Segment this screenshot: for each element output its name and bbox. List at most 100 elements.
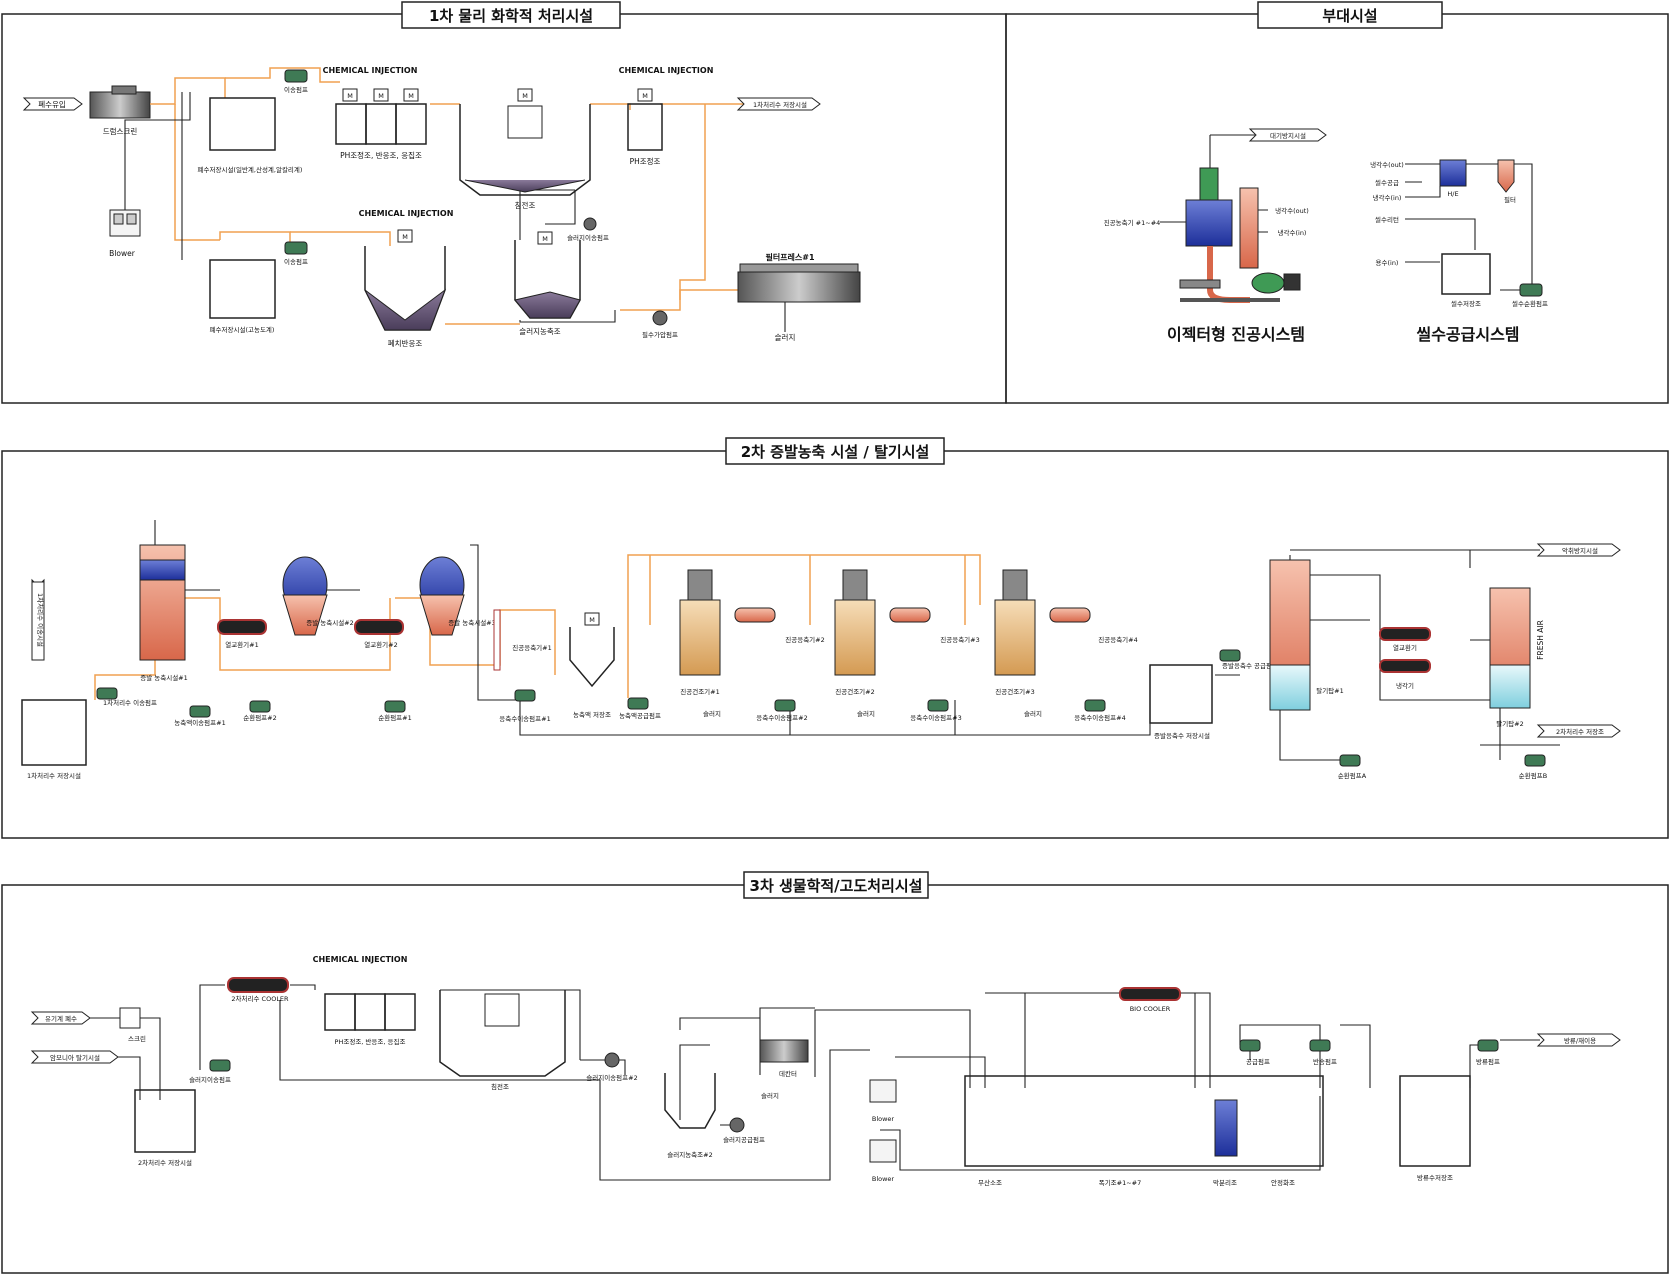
ter-pipes-6 (679, 1017, 760, 1120)
auxiliary-title: 부대시설 (1322, 7, 1377, 25)
sec-out-arrow (1536, 724, 1621, 738)
ter-out-arrow (1536, 1033, 1621, 1047)
vacuum-condenser-1 (493, 609, 501, 671)
motor-2 (373, 88, 389, 102)
discharge-tank (1399, 1075, 1471, 1167)
ejector-pump (1251, 272, 1285, 294)
primary-inflow-label: 폐수유입 (38, 99, 66, 109)
ter-pump-1-label: 공급펌프 (1246, 1058, 1270, 1066)
ter-screen-label: 스크린 (128, 1035, 146, 1043)
secondary-section: 1차처리수 이송시설 1차처리수 저장시설 1차처리수 이송펌프 증발 농축시설… (21, 520, 1621, 780)
ph-adjust-tank (627, 103, 663, 151)
fresh-air-label: FRESH AIR (1536, 620, 1545, 660)
sludge-thickener-label: 슬러지농축조 (519, 327, 560, 336)
seal-water-tank (1441, 253, 1491, 295)
ph-tank (335, 103, 367, 145)
ter-pump-3-label: 방류펌프 (1476, 1057, 1500, 1066)
circ-pump-2-label: 순환펌프#2 (243, 713, 277, 722)
ter-out-label: 방류/재이용 (1564, 1036, 1596, 1045)
cond-pump-3 (927, 699, 949, 712)
heat-exchanger-2-label: 열교환기#2 (364, 640, 398, 649)
transfer-pump-a (284, 69, 308, 83)
clarifier-center-well (507, 105, 543, 139)
heat-exchanger-label: H/E (1447, 190, 1458, 198)
bio-cooler (1119, 987, 1181, 1001)
sec-store-pump-label: 1차처리수 이송펌프 (103, 698, 157, 707)
vacuum-dryer-3 (994, 599, 1036, 676)
pipe-p7 (679, 104, 706, 300)
vacuum-condenser-3-label: 진공응축기#3 (940, 635, 979, 644)
conc-pump-1 (189, 705, 211, 718)
discharge-tank-label: 방류수저장조 (1417, 1173, 1453, 1182)
seal-pipes (1405, 163, 1533, 291)
cond-pump-4-label: 응축수이송펌프#4 (1074, 713, 1125, 722)
pipe-p3 (174, 104, 220, 241)
organic-in-label: 유기계 폐수 (45, 1014, 77, 1023)
seal-return-label: 씰수리턴 (1375, 215, 1399, 224)
drum-screen-motor (111, 85, 137, 95)
auxiliary-frame (1005, 13, 1669, 404)
circ-pump-2 (249, 700, 271, 713)
sec-inflow-label: 1차처리수 이송시설 (36, 593, 45, 647)
clarifier-hopper (464, 179, 586, 193)
sec-pipe-black-3 (1289, 549, 1560, 746)
conc-storage-tank (569, 627, 615, 688)
primary-clarifier-label: 침전조 (515, 200, 536, 210)
exhaust-label: 대기방지시설 (1270, 131, 1306, 140)
pipe-p2 (225, 67, 340, 83)
ejector-skid (1180, 298, 1280, 302)
heat-exchanger (1439, 159, 1467, 187)
tertiary-frame (1, 884, 1669, 1274)
primary-inflow-arrow (22, 97, 83, 111)
evaporator-2-cone (282, 594, 328, 636)
ter-reaction-tank (354, 993, 386, 1031)
vacuum-condenser-2-label: 진공응축기#2 (785, 635, 824, 644)
ter-blower-2 (869, 1139, 897, 1163)
ejector-vessel (1185, 199, 1233, 247)
aux-cool-pipes (1258, 209, 1268, 233)
conc-feed-pump (627, 697, 649, 710)
ter-pump-1 (1239, 1039, 1261, 1052)
ter-cooler (227, 977, 289, 993)
tertiary-title-box (743, 871, 929, 899)
sec-pipe-orange-2 (649, 555, 966, 625)
batch-reaction-label: 폐치반응조 (388, 338, 423, 348)
decanter-sludge-label: 슬러지 (761, 1091, 779, 1100)
vacuum-dryer-2-label: 진공건조기#2 (835, 687, 874, 696)
conc-feed-pump-label: 농축액공급펌프 (619, 711, 661, 720)
sludge-transfer-pump (583, 217, 597, 231)
ter-store-tank (134, 1089, 196, 1153)
ter-thickener-label: 슬러지농축조#2 (667, 1150, 712, 1159)
sec-inflow-arrow (31, 581, 45, 661)
vacuum-condenser-1-label: 진공응축기#1 (512, 643, 551, 652)
sec-store-pump (96, 687, 118, 700)
heat-exchanger-1-label: 열교환기#1 (225, 640, 259, 649)
transfer-pump-a-label: 이송펌프 (284, 85, 308, 94)
clarifier-motor-label: M (522, 92, 528, 100)
sec-cooler-label: 냉각기 (1396, 681, 1414, 690)
evaporator-1-label: 증발 농축시설#1 (140, 673, 188, 682)
stable-label: 안정화조 (1271, 1178, 1295, 1187)
circ-pump-b-label: 순환펌프B (1519, 771, 1547, 780)
ter-sludge-pump-label: 슬러지이송펌프#2 (586, 1073, 637, 1082)
ter-pump-3 (1477, 1039, 1499, 1052)
ejector-pump-motor (1283, 273, 1301, 291)
storage-tank-1-label: 폐수저장시설(일반계,산성계,알칼리계) (198, 165, 303, 174)
cond-pump-4 (1084, 699, 1106, 712)
primary-clarifier (459, 104, 591, 196)
vacuum-condenser-3 (889, 607, 931, 623)
pipe-p1 (150, 77, 226, 105)
vacuum-condenser-4 (1049, 607, 1091, 623)
motor-3 (403, 88, 419, 102)
chem-injection-2-label: CHEMICAL INJECTION (619, 66, 714, 75)
he-cool-out-label: 냉각수(out) (1370, 160, 1404, 169)
condensate-supply-pump (1219, 649, 1241, 662)
stripping-tower-2-label: 탈기탑#2 (1496, 719, 1524, 728)
sec-heat-exchanger-label: 열교환기 (1393, 643, 1417, 652)
sludge-feed-pump-label: 필수가압펌프 (642, 330, 678, 339)
sec-heat-exchanger (1379, 627, 1431, 641)
vacuum-dryer-1 (679, 599, 721, 676)
he-cool-in-label: 냉각수(in) (1373, 193, 1402, 202)
blower-label: Blower (109, 249, 136, 258)
ter-pipes-1 (199, 984, 870, 1181)
